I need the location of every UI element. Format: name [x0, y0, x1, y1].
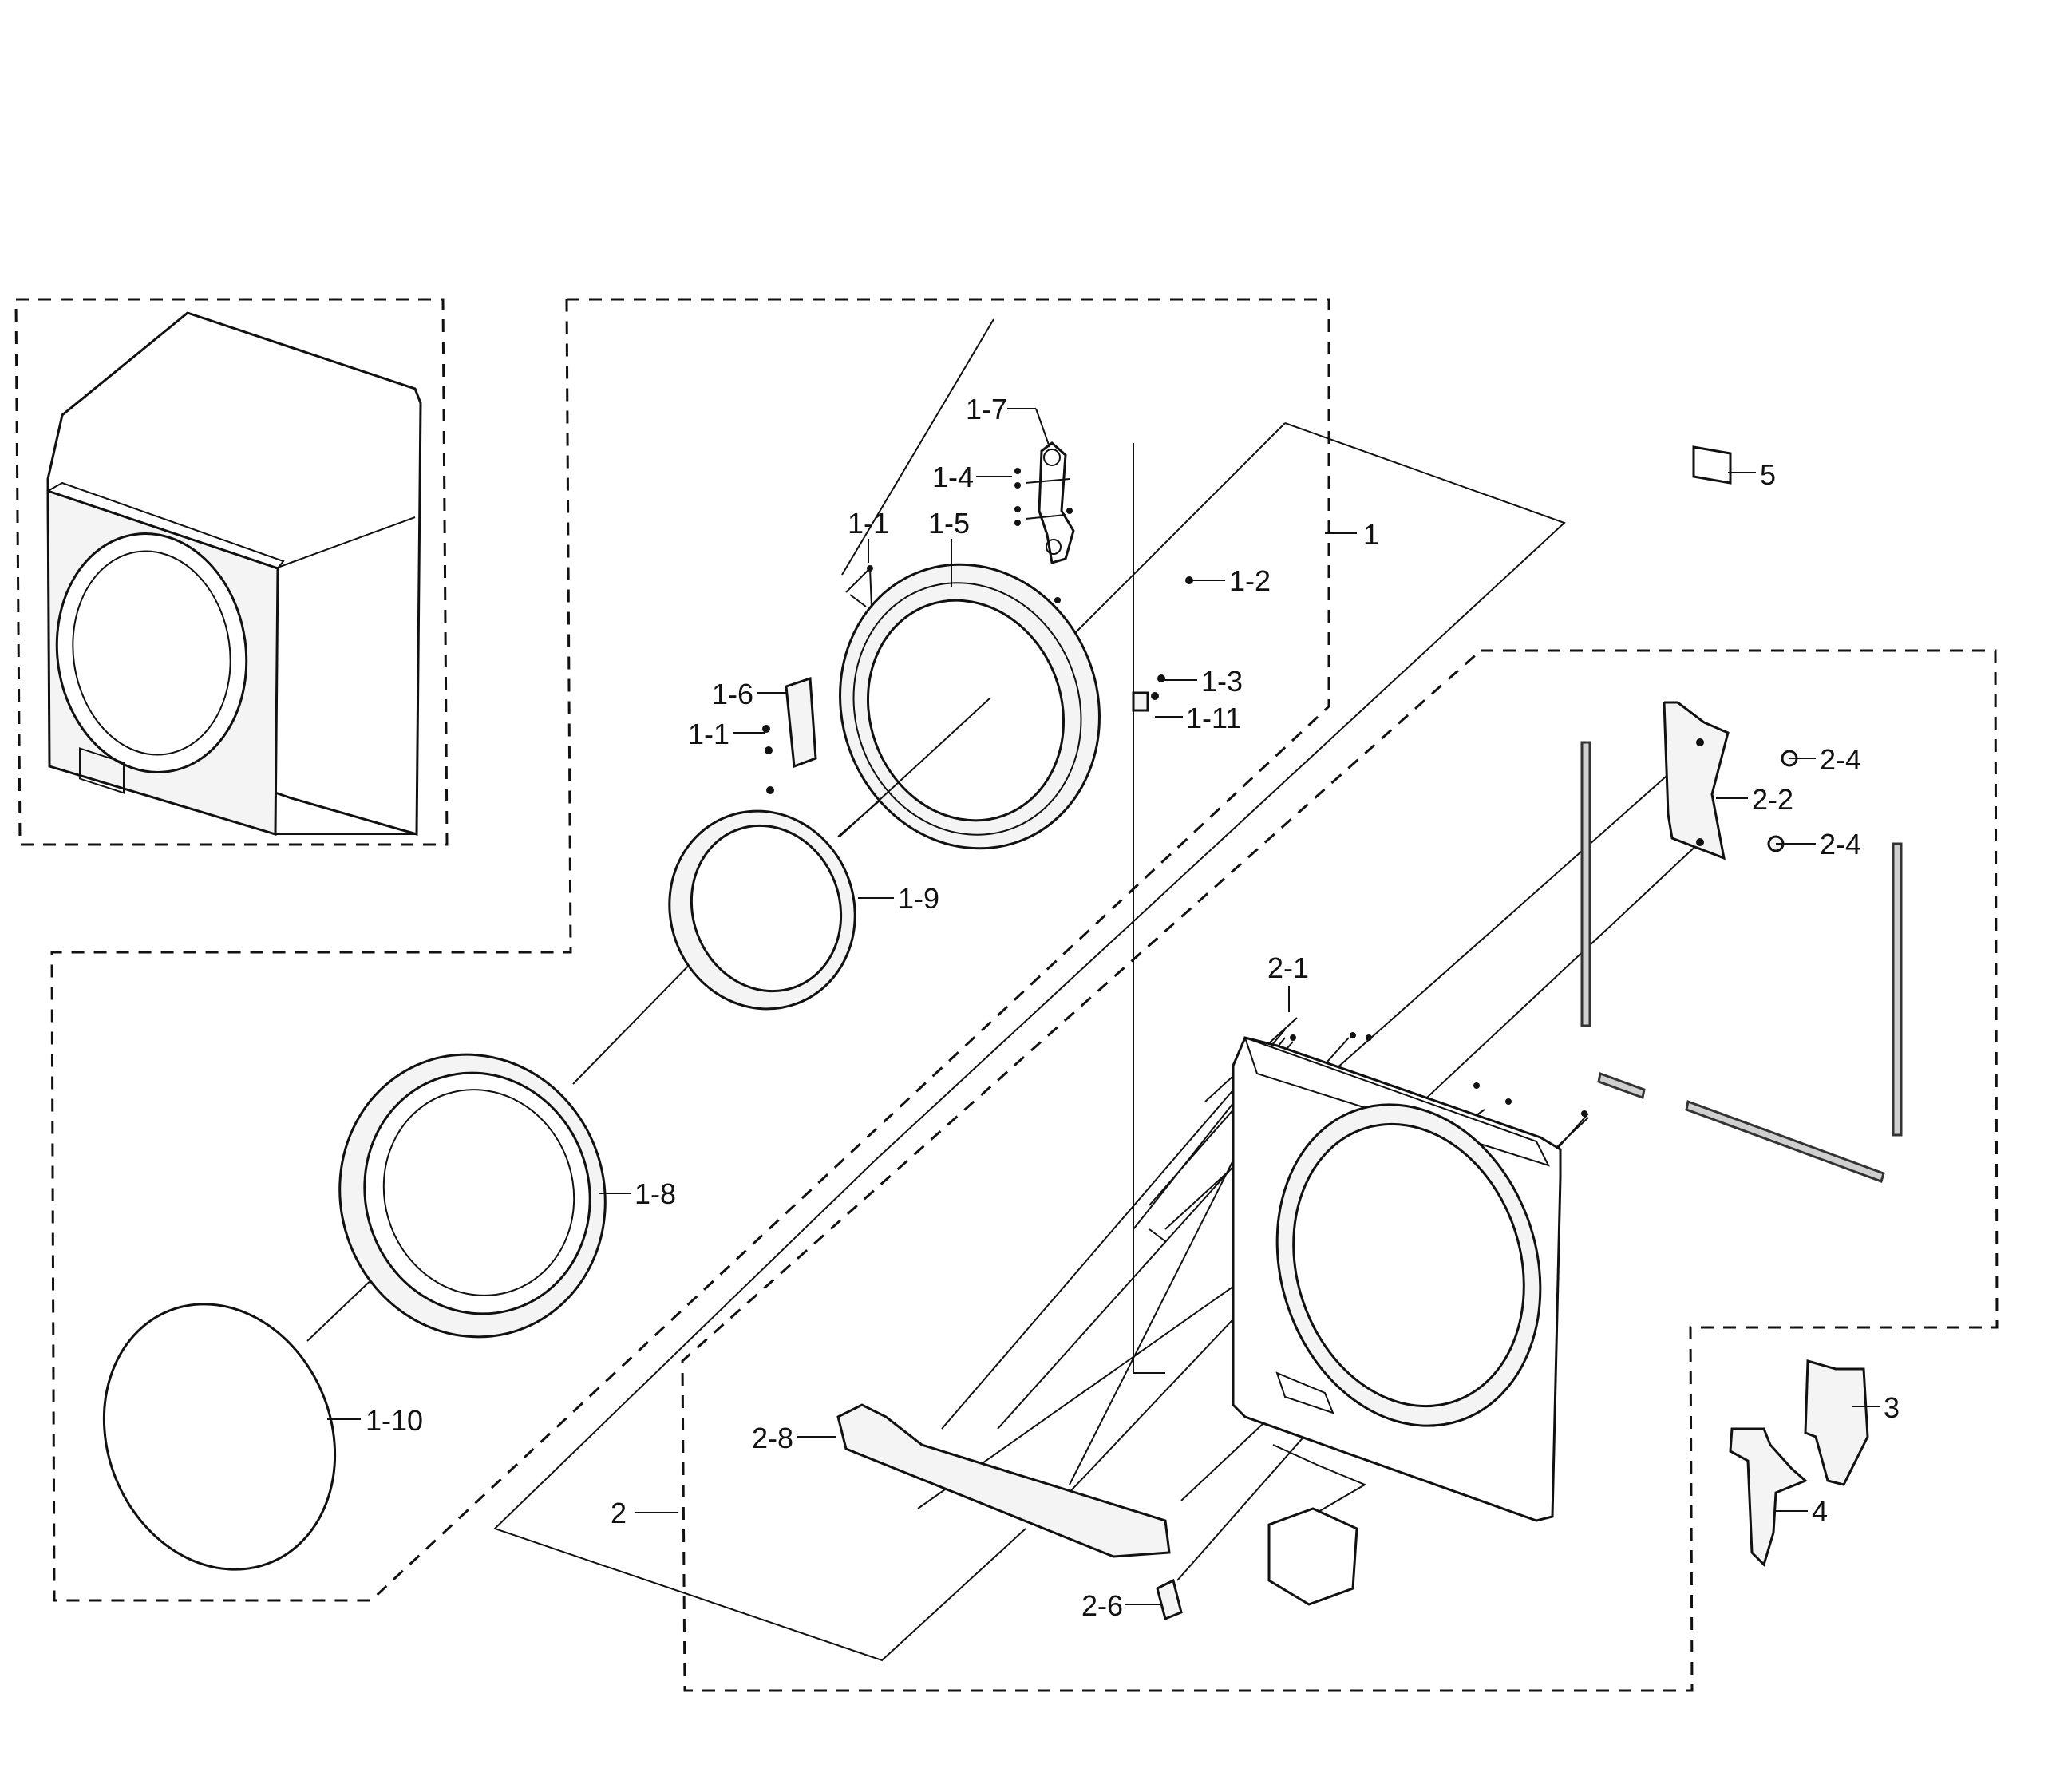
callout-1-8: 1-8: [635, 1177, 676, 1210]
part-4: [1729, 1427, 1808, 1567]
group-boundaries: [14, 298, 1999, 1692]
callout-1-11: 1-11: [1186, 702, 1241, 734]
callout-2-4-bottom: 2-4: [1820, 828, 1861, 860]
callout-2-1: 2-1: [1267, 951, 1309, 984]
callout-2-8: 2-8: [752, 1422, 793, 1454]
bracket-2-2: [1663, 701, 1730, 860]
callout-1-7: 1-7: [966, 393, 1007, 425]
overview-boundary: [14, 298, 449, 846]
callout-2-6: 2-6: [1081, 1589, 1123, 1622]
part-3: [1804, 1359, 1869, 1486]
washer-overview: [46, 311, 422, 837]
clip-2-6: [1156, 1578, 1183, 1621]
group-1-boundary: [50, 298, 1330, 1602]
callout-4: 4: [1812, 1495, 1828, 1528]
hinge-1-7: [1038, 441, 1075, 564]
door-cover-1-10: [102, 1303, 337, 1571]
callout-1-10: 1-10: [366, 1404, 423, 1437]
callout-1-3: 1-3: [1201, 665, 1243, 698]
callout-1-6: 1-6: [712, 678, 753, 710]
other-parts: [1692, 445, 1869, 1567]
callout-labels: 1-7 1-4 1-1 1-5 1-2 1-6 1-1 1-3 1-11 1-9…: [366, 393, 1900, 1622]
callout-1: 1: [1363, 518, 1379, 551]
callout-1-1-side: 1-1: [688, 718, 729, 750]
door-trim-1-8: [338, 1053, 607, 1339]
callout-1-2: 1-2: [1229, 564, 1271, 597]
part-5-label: [1692, 445, 1732, 485]
callout-2-4-top: 2-4: [1820, 743, 1861, 776]
door-assembly-parts: [102, 441, 1193, 1571]
callout-5: 5: [1760, 458, 1776, 491]
callout-1-5: 1-5: [928, 507, 970, 540]
callout-2: 2: [611, 1497, 627, 1529]
front-panel-parts: [836, 701, 1903, 1621]
callout-leaders: [327, 408, 1880, 1605]
group-2-boundary: [681, 649, 1999, 1692]
callout-3: 3: [1884, 1391, 1900, 1424]
door-frame-1-5: [839, 563, 1101, 850]
housing-part: [1267, 1507, 1358, 1606]
hinge-screws-1-4: [1014, 468, 1073, 603]
callout-1-4: 1-4: [932, 461, 974, 493]
callout-1-1-top: 1-1: [848, 507, 889, 540]
door-lock-1-6: [785, 676, 817, 769]
callout-1-9: 1-9: [898, 882, 939, 915]
callout-2-2: 2-2: [1752, 783, 1793, 816]
bottom-trim-2-8: [836, 1403, 1171, 1558]
door-glass-1-9: [668, 809, 856, 1011]
front-panel-2-1: [1232, 1032, 1587, 1522]
